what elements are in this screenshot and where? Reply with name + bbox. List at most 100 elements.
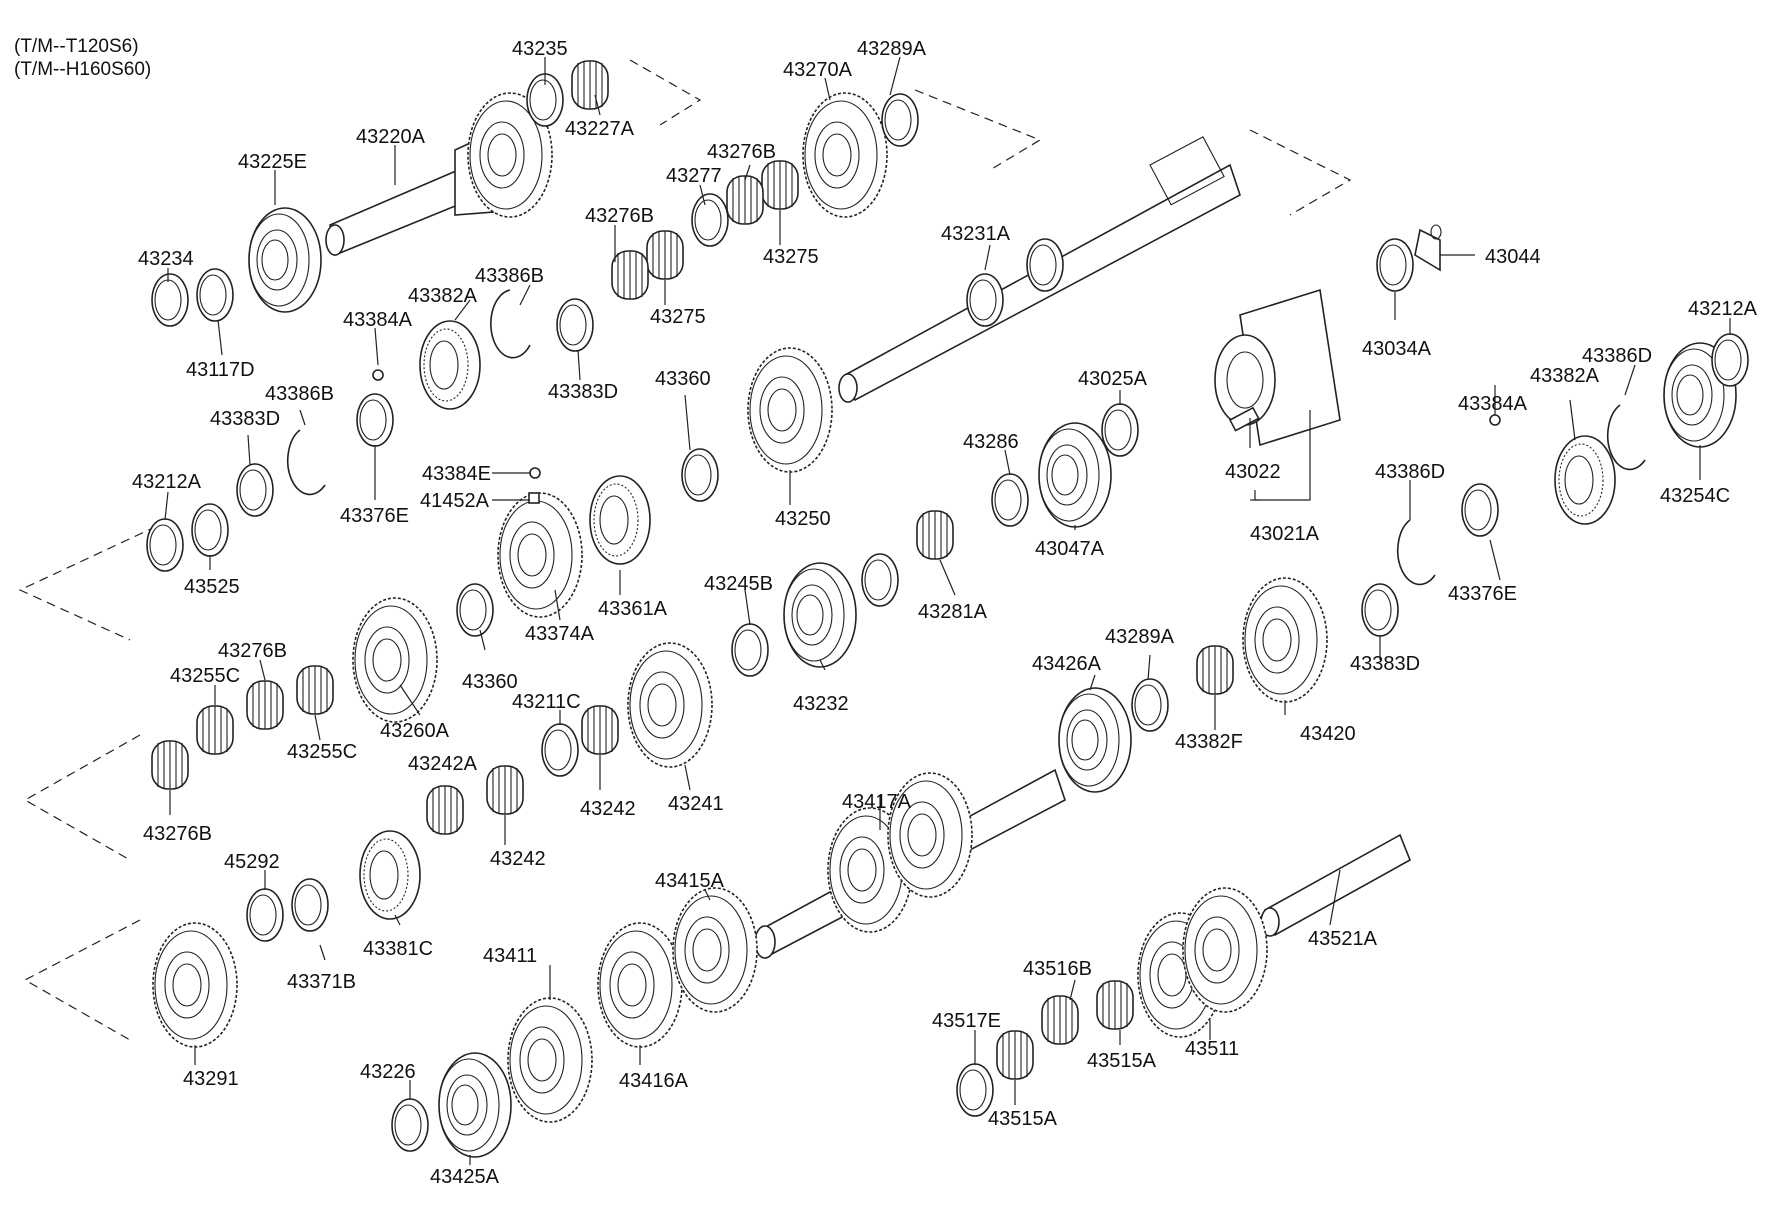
label-43383D-mid: 43383D [210, 408, 280, 430]
label-43245B: 43245B [704, 573, 773, 595]
bearing-43047A [1038, 422, 1112, 528]
label-43242-b: 43242 [490, 848, 546, 870]
label-43382F: 43382F [1175, 731, 1243, 753]
label-43383D-right: 43383D [1350, 653, 1420, 675]
label-43381C: 43381C [363, 938, 433, 960]
bearing-43425A [438, 1052, 512, 1158]
collar-43276B-b [726, 175, 764, 225]
wire-rings [286, 289, 1646, 586]
label-43420: 43420 [1300, 723, 1356, 745]
gear-43260A [352, 597, 438, 723]
label-43416A: 43416A [619, 1070, 689, 1092]
label-43231A: 43231A [941, 223, 1011, 245]
ring-43234 [151, 273, 189, 327]
collar-43276B-c [246, 680, 284, 730]
label-43234: 43234 [138, 248, 194, 270]
label-43034A: 43034A [1362, 338, 1432, 360]
label-43386B-top: 43386B [475, 265, 544, 287]
gear-43416A [597, 922, 683, 1048]
bearing-43225E [248, 207, 322, 313]
needle-43242-a [581, 705, 619, 755]
label-43225E: 43225E [238, 151, 307, 173]
label-43376E-left: 43376E [340, 505, 409, 527]
label-43212A-left: 43212A [132, 471, 202, 493]
ring-43360-mid [456, 583, 494, 637]
collar-43277 [691, 193, 729, 247]
gear-43511b [1182, 887, 1268, 1013]
hub-43374A [497, 492, 583, 618]
label-43360-top: 43360 [655, 368, 711, 390]
ring-43289A-mid [1131, 678, 1169, 732]
ring-43226 [391, 1098, 429, 1152]
sleeve-43382A-left [419, 320, 481, 410]
label-43212A-right: 43212A [1688, 298, 1758, 320]
bearing-43232 [783, 562, 857, 668]
label-43227A: 43227A [565, 118, 635, 140]
input-shaft-43220A [325, 92, 553, 257]
label-43386D-mid: 43386D [1375, 461, 1445, 483]
ring-43025A [1101, 403, 1139, 457]
nut-43212A-right [1711, 333, 1749, 387]
label-43254C: 43254C [1660, 485, 1730, 507]
ring-43286 [991, 473, 1029, 527]
main-shaft-43231A [838, 136, 1241, 403]
label-43250: 43250 [775, 508, 831, 530]
bearing-43426A [1058, 687, 1132, 793]
label-43426A: 43426A [1032, 653, 1102, 675]
model-line-2: (T/M--H160S60) [14, 59, 151, 80]
needle-43242-b [486, 765, 524, 815]
label-43517E: 43517E [932, 1010, 1001, 1032]
label-43276B-c: 43276B [218, 640, 287, 662]
label-43275-b: 43275 [650, 306, 706, 328]
ring-43383D-right [1361, 583, 1399, 637]
label-43417A: 43417A [842, 791, 912, 813]
label-43022: 43022 [1225, 461, 1281, 483]
label-43291: 43291 [183, 1068, 239, 1090]
label-43384A-right: 43384A [1458, 393, 1528, 415]
label-43376E-right: 43376E [1448, 583, 1517, 605]
gear-43291 [152, 922, 238, 1048]
label-43232: 43232 [793, 693, 849, 715]
label-43275-a: 43275 [763, 246, 819, 268]
label-43411: 43411 [483, 945, 537, 967]
label-43226: 43226 [360, 1061, 416, 1083]
label-43286: 43286 [963, 431, 1019, 453]
label-43374A: 43374A [525, 623, 595, 645]
label-43384A-left: 43384A [343, 309, 413, 331]
label-43511: 43511 [1185, 1038, 1239, 1060]
small-hardware [372, 224, 1501, 504]
part-labels: 43235 43227A 43289A 43270A 43220A 43225E… [132, 38, 1758, 1188]
label-43386D-right: 43386D [1582, 345, 1652, 367]
ring-43211C [541, 723, 579, 777]
label-43360-mid: 43360 [462, 671, 518, 693]
needle-43255C-a [196, 705, 234, 755]
label-43525: 43525 [184, 576, 240, 598]
label-43515A-b: 43515A [988, 1108, 1058, 1130]
gear-43415A [672, 887, 758, 1013]
label-43021A: 43021A [1250, 523, 1320, 545]
hub-43376E-left [356, 393, 394, 447]
label-43241: 43241 [668, 793, 724, 815]
needle-43275-mid [646, 230, 684, 280]
label-43384E: 43384E [422, 463, 491, 485]
needle-43255C-b [296, 665, 334, 715]
gear-43411 [507, 997, 593, 1123]
ring-43212A-left [146, 518, 184, 572]
label-43361A: 43361A [598, 598, 668, 620]
label-43276B-b: 43276B [707, 141, 776, 163]
dashed-guides [18, 59, 1352, 1041]
label-43281A: 43281A [918, 601, 988, 623]
label-43117D: 43117D [186, 359, 255, 381]
label-43289A-mid: 43289A [1105, 626, 1175, 648]
sleeve-43361A [589, 475, 651, 565]
label-43386B-mid: 43386B [265, 383, 334, 405]
label-43220A: 43220A [356, 126, 426, 148]
label-43044: 43044 [1485, 246, 1541, 268]
label-43047A: 43047A [1035, 538, 1105, 560]
gear-43241 [627, 642, 713, 768]
ring-43383D-top [556, 298, 594, 352]
label-41452A: 41452A [420, 490, 490, 512]
ring-43117D [196, 268, 234, 322]
collar-43382F [1196, 645, 1234, 695]
